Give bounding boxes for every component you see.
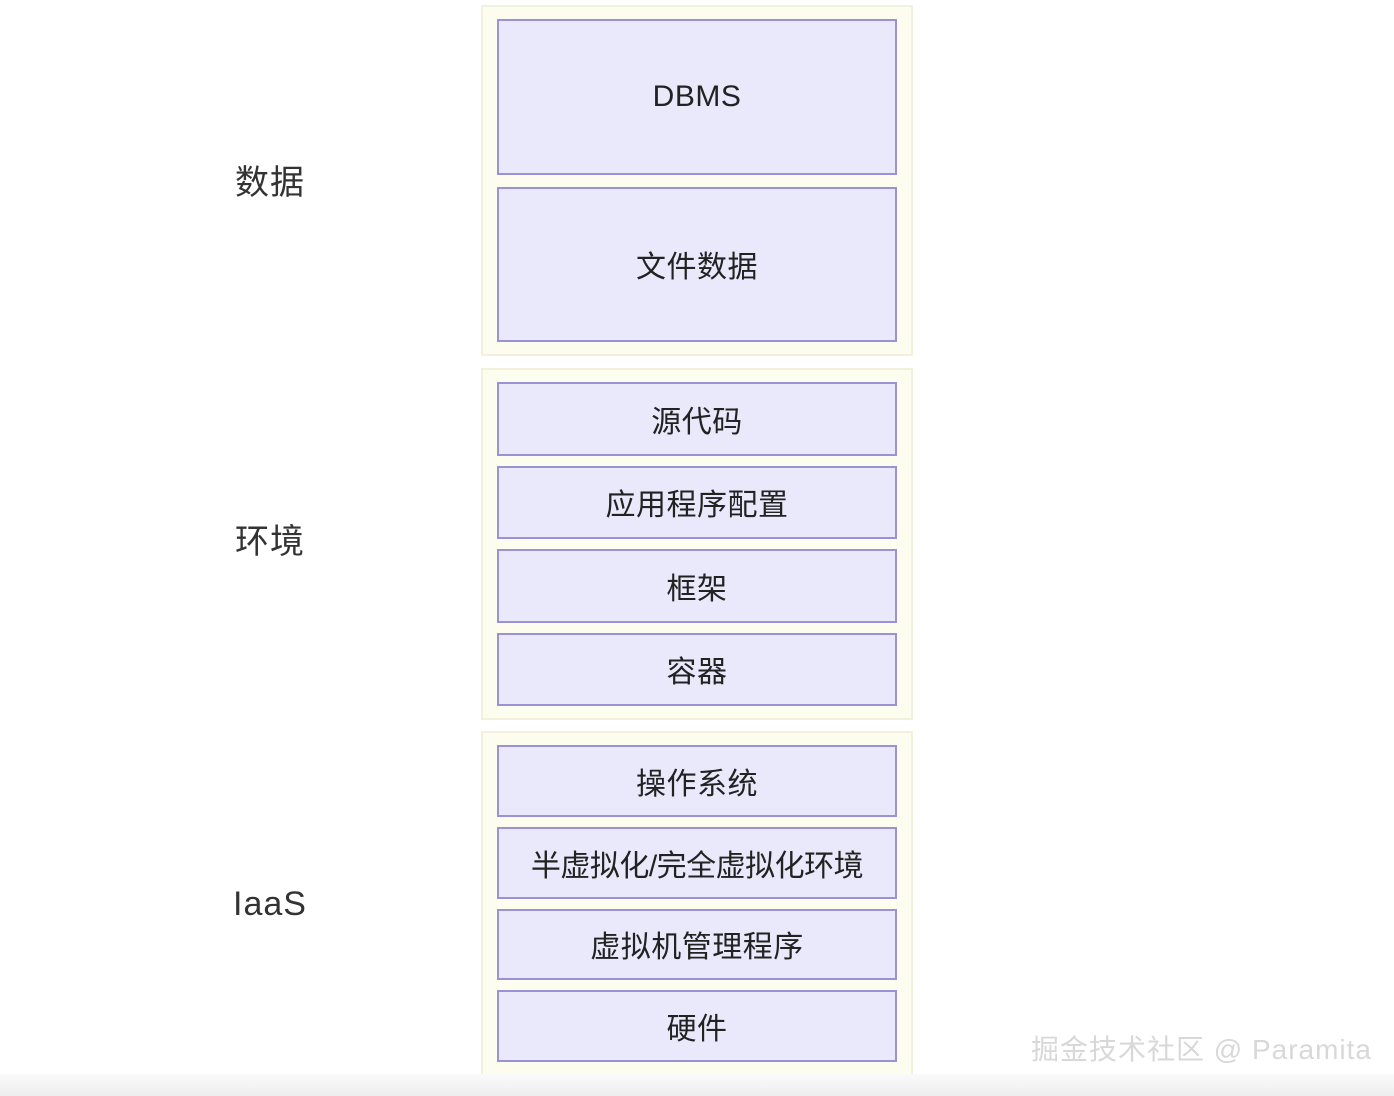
watermark: 掘金技术社区 @ Paramita [1030,1034,1372,1065]
layer-label-iaas: IaaS [233,885,307,923]
layer-label-data: 数据 [235,164,305,202]
layer-item-application-config: 应用程序配置 [497,465,897,539]
layer-item-file-data: 文件数据 [497,186,897,342]
bottom-edge-band [0,1074,1394,1096]
layer-item-operating-system: 操作系统 [497,745,897,817]
layer-item-virtualization-environment: 半虚拟化/完全虚拟化环境 [497,826,897,899]
layer-item-hardware: 硬件 [497,990,897,1062]
layer-item-hypervisor: 虚拟机管理程序 [497,908,897,981]
layer-item-dbms: DBMS [497,19,897,175]
layer-item-source-code: 源代码 [497,382,897,456]
layer-group-data: DBMS 文件数据 [481,5,913,356]
layer-label-environment: 环境 [235,523,305,561]
layer-item-framework: 框架 [497,549,897,623]
layer-item-container: 容器 [497,632,897,706]
layer-group-iaas: 操作系统 半虚拟化/完全虚拟化环境 虚拟机管理程序 硬件 [481,731,913,1076]
layer-group-environment: 源代码 应用程序配置 框架 容器 [481,368,913,720]
